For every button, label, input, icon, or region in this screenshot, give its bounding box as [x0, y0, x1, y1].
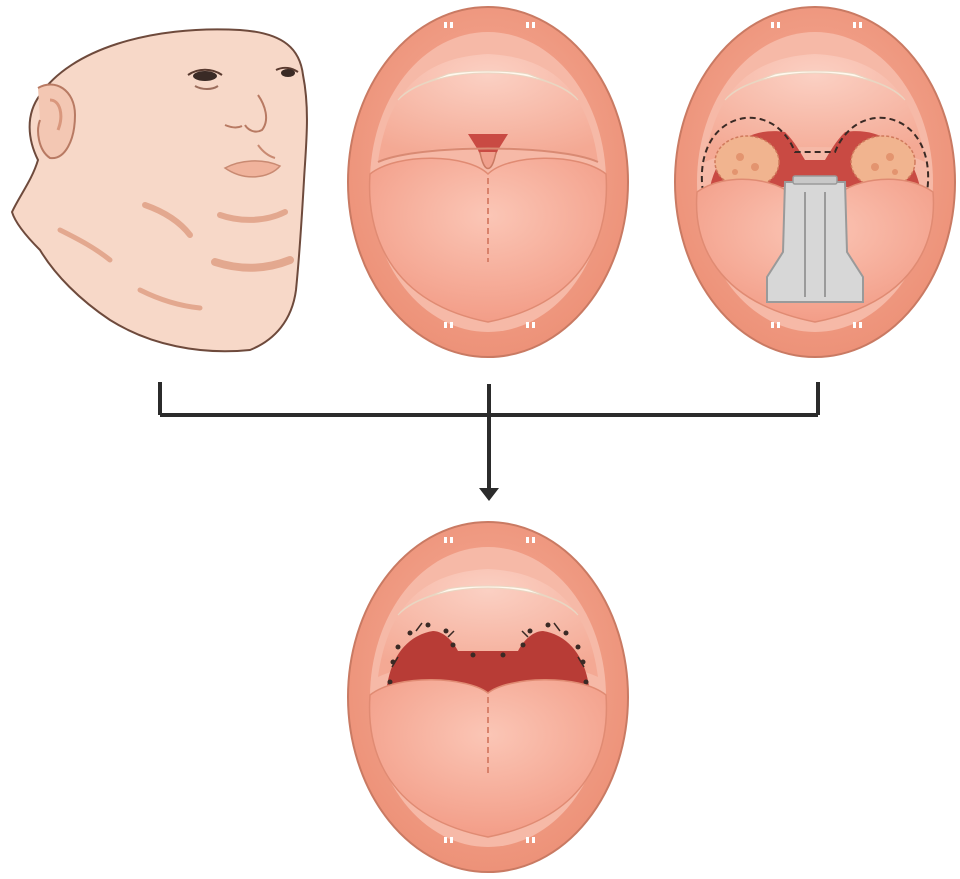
- face-profile-icon: [12, 29, 307, 351]
- open-mouth-tonsil-excision-icon: [675, 7, 955, 357]
- open-mouth-normal-icon: [348, 7, 628, 357]
- open-mouth-post-op-icon: [348, 522, 628, 872]
- down-arrow-icon: [479, 488, 499, 501]
- merge-bracket-connector: [160, 382, 818, 490]
